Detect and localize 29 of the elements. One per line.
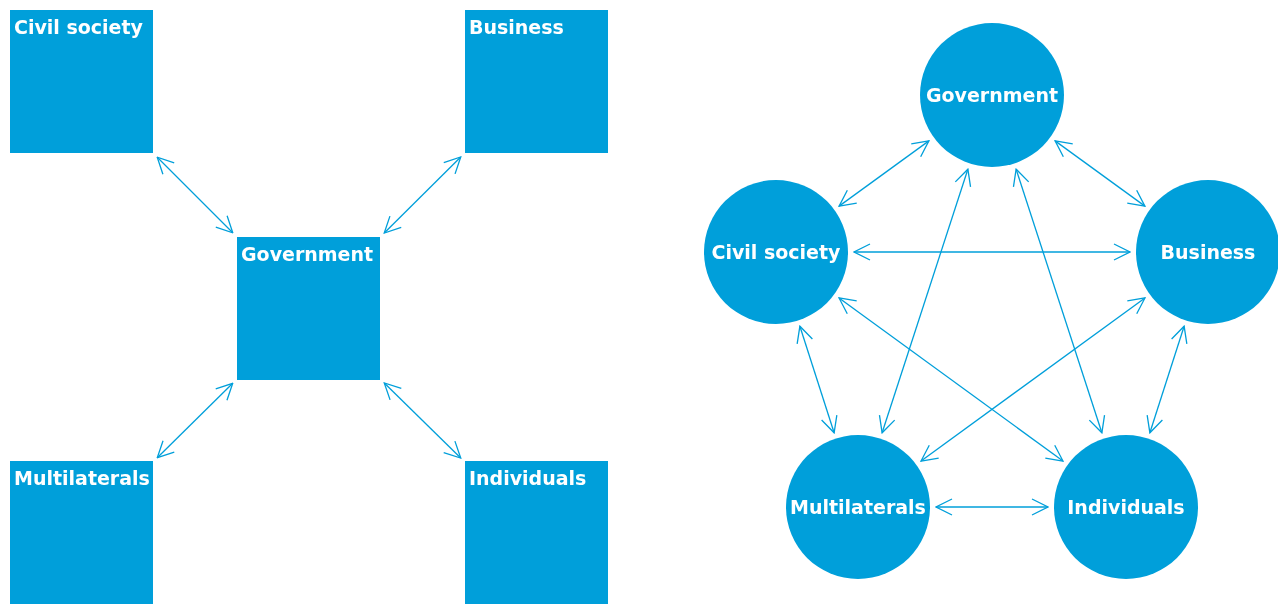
node-label: Business bbox=[469, 16, 564, 38]
node-label: Individuals bbox=[1067, 496, 1185, 518]
double-arrow bbox=[838, 140, 930, 207]
node-label: Multilaterals bbox=[14, 467, 150, 489]
square-box bbox=[10, 461, 153, 604]
square-box bbox=[465, 461, 608, 604]
node-label: Individuals bbox=[469, 467, 587, 489]
node-label: Civil society bbox=[14, 16, 143, 38]
double-arrow bbox=[878, 168, 972, 434]
node-label: Government bbox=[925, 84, 1059, 106]
double-arrow bbox=[838, 297, 1064, 462]
double-arrow bbox=[1146, 325, 1188, 434]
square-box bbox=[10, 10, 153, 153]
double-arrow bbox=[920, 297, 1146, 462]
double-arrow bbox=[796, 325, 838, 434]
node-label: Civil society bbox=[711, 241, 841, 263]
node-label: Government bbox=[241, 243, 374, 265]
double-arrow bbox=[156, 382, 234, 459]
square-box bbox=[237, 237, 380, 380]
double-arrow bbox=[853, 243, 1131, 261]
square-box bbox=[465, 10, 608, 153]
double-arrow bbox=[1054, 140, 1146, 207]
double-arrow bbox=[1012, 168, 1106, 434]
node-label: Multilaterals bbox=[790, 496, 926, 518]
double-arrow bbox=[383, 156, 462, 234]
node-label: Business bbox=[1160, 241, 1256, 263]
double-arrow bbox=[383, 382, 462, 459]
double-arrow bbox=[156, 156, 234, 234]
double-arrow bbox=[935, 498, 1049, 516]
